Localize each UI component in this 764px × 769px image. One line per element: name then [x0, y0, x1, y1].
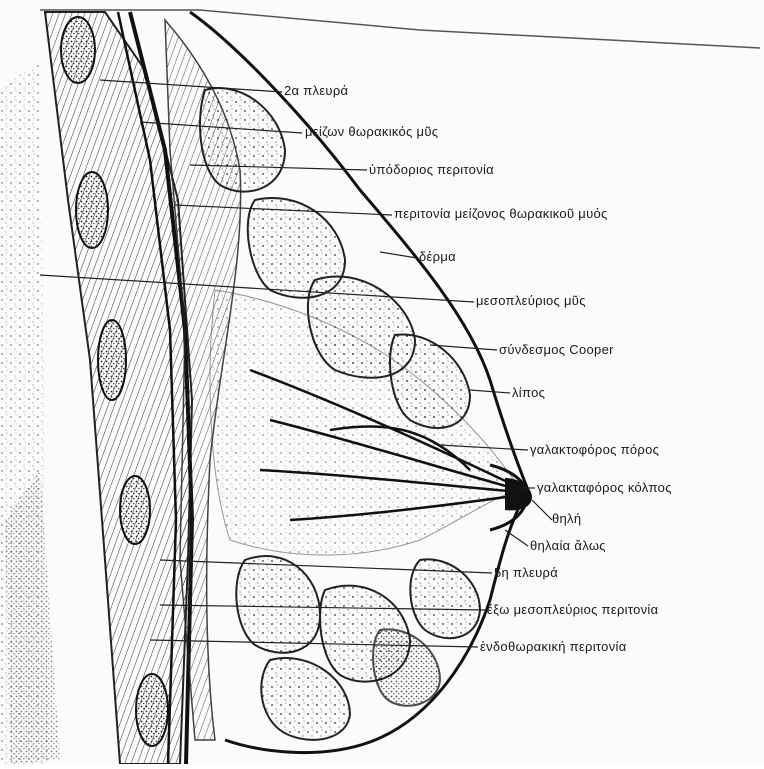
rib-oval — [61, 17, 95, 83]
label-lactiferous-sinus: γαλακταφόρος κόλπος — [537, 481, 672, 495]
label-subcutaneous-fascia: ὑπόδοριος περιτονία — [369, 163, 494, 177]
label-pectoral-fascia: περιτονία μείζονος θωρακικοῦ μυός — [394, 207, 608, 221]
label-areola: θηλαία ἄλως — [530, 539, 606, 553]
label-external-intercostal-fascia: ἔξω μεσοπλεύριος περιτονία — [487, 603, 658, 617]
label-intercostal-muscle: μεσοπλεύριος μῦς — [476, 294, 586, 308]
label-2nd-rib: 2α πλευρά — [284, 84, 348, 98]
label-pectoralis-major: μείζων θωρακικός μῦς — [305, 125, 438, 139]
top-edge-line — [40, 10, 760, 48]
label-skin: δέρμα — [419, 250, 456, 264]
rib-oval — [76, 172, 108, 248]
rib-oval — [98, 320, 126, 400]
label-endothoracic-fascia: ἐνδοθωρακική περιτονία — [480, 640, 627, 654]
label-nipple: θηλή — [552, 512, 581, 526]
rib-oval — [120, 476, 150, 544]
rib-oval — [136, 674, 168, 746]
label-5th-rib: 5η πλευρά — [494, 566, 558, 580]
fat-lobule — [200, 88, 285, 192]
chest-wall-tissue-dark — [5, 470, 60, 764]
fat-lobule — [373, 629, 440, 705]
label-fat: λίπος — [512, 386, 545, 400]
label-lactiferous-duct: γαλακτοφόρος πόρος — [530, 443, 659, 457]
fat-lobule — [236, 556, 320, 653]
label-cooper-ligament: σύνδεσμος Cooper — [499, 343, 614, 357]
